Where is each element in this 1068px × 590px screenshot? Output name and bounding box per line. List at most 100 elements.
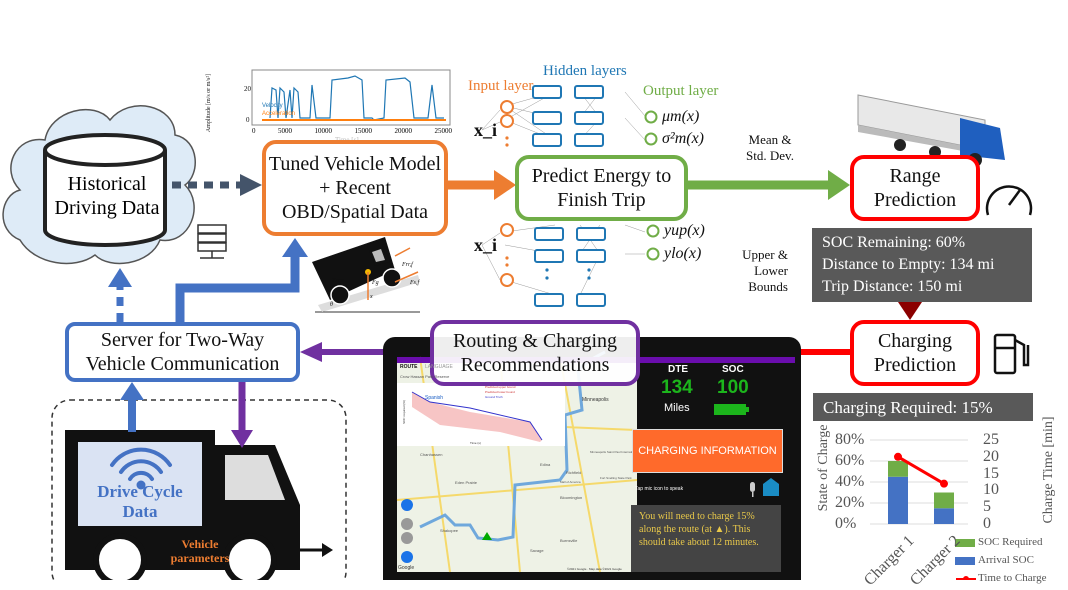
force-label: x <box>370 294 373 300</box>
range-info-panel: SOC Remaining: 60% Distance to Empty: 13… <box>812 228 1032 302</box>
y-tick-label: 20% <box>835 494 865 511</box>
soc-label: SOC <box>722 364 744 375</box>
historical-driving-data-label: Historical Driving Data <box>54 173 160 219</box>
orange-arrow <box>448 170 516 200</box>
legend-swatch <box>963 576 969 580</box>
bar-arrival-soc <box>888 476 908 524</box>
map-place: Bloomington <box>560 495 583 500</box>
xtick: 5000 <box>278 127 292 135</box>
charging-required-panel: Charging Required: 15% <box>813 393 1033 421</box>
y2-tick-label: 5 <box>983 498 991 516</box>
dte-label: DTE <box>668 364 688 375</box>
charging-message: You will need to charge 15% along the ro… <box>631 505 781 572</box>
green-arrow <box>688 170 850 200</box>
distance-to-empty: Distance to Empty: 134 mi <box>822 256 995 273</box>
map-place: Richfield <box>566 470 582 475</box>
dashed-arrow-server-to-history <box>108 268 132 322</box>
y-tick-label: 0% <box>835 515 857 532</box>
map-place: Shakopee <box>440 528 459 533</box>
chart-y2label: Charge Time [min] <box>1041 416 1056 524</box>
time-to-charge-point <box>894 452 902 461</box>
server-box: Server for Two-Way Vehicle Communication <box>65 322 300 382</box>
ytick: 0 <box>246 116 250 124</box>
xtick: 20000 <box>394 127 413 135</box>
map-place: Savage <box>530 548 544 553</box>
bounds-note: Upper & Lower Bounds <box>742 247 788 294</box>
mean-std-note: Mean & Std. Dev. <box>746 132 794 163</box>
force-label: Frr,r <box>332 278 344 284</box>
y-tick-label: 40% <box>835 473 865 490</box>
charging-information-button[interactable]: CHARGING INFORMATION <box>632 429 783 473</box>
y-tick-label: 80% <box>835 431 865 448</box>
output-mean: μm(x) <box>662 108 700 125</box>
vehicle-parameters-label: Vehicle parameters <box>170 537 230 565</box>
legend-acceleration: Acceleration <box>262 111 296 117</box>
arrowhead <box>240 174 262 196</box>
mic-hint: Tap mic icon to speak <box>635 486 684 492</box>
battery-tip <box>746 407 749 412</box>
y-tick-label: 60% <box>835 452 865 469</box>
neural-network <box>481 85 660 307</box>
xtick: 0 <box>252 127 256 135</box>
server-icon <box>197 224 227 259</box>
predict-energy-box: Predict Energy to Finish Trip <box>515 155 688 221</box>
dte-value: 134 <box>661 377 693 398</box>
map-place: Eden Prairie <box>455 480 478 485</box>
force-label: Fg <box>372 280 379 286</box>
blue-arrow-server-to-model <box>175 255 300 322</box>
speedometer-icon <box>985 185 1033 216</box>
range-prediction-box: Range Prediction <box>850 155 980 221</box>
google-logo: Google <box>398 565 415 571</box>
force-label: Fs,f <box>410 280 420 286</box>
ytick: 20 <box>244 85 251 93</box>
output-variance: σ²m(x) <box>662 130 704 147</box>
map-place: Chanhassen <box>420 452 443 457</box>
blue-arrow-vehicle-to-server <box>120 382 144 432</box>
bar-soc-required <box>888 461 908 477</box>
time-to-charge-line <box>897 455 945 485</box>
drive-cycle-data-label: Drive Cycle Data <box>97 482 183 521</box>
chart-ylabel: State of Charge <box>816 424 831 512</box>
language-option[interactable]: Spanish <box>425 395 444 401</box>
legend-swatch <box>955 539 975 547</box>
mic-icon[interactable] <box>750 482 755 497</box>
force-label: Frr,f <box>402 262 413 268</box>
legend-entry: Arrival SOC <box>978 554 1034 566</box>
y2-tick-label: 25 <box>983 431 999 448</box>
tuned-vehicle-model-box: Tuned Vehicle Model + Recent OBD/Spatial… <box>262 140 448 236</box>
vehicle-truck <box>65 430 333 580</box>
map-place: Crow Hassan Park Reserve <box>400 374 450 379</box>
y2-tick-label: 15 <box>983 464 999 482</box>
legend-entry: SOC Required <box>978 536 1043 548</box>
arrowhead <box>282 238 308 257</box>
map-place: Fort Snelling State Park <box>600 476 632 480</box>
bar-arrival-soc <box>934 508 954 524</box>
hidden-layers-label: Hidden layers <box>543 63 627 79</box>
y2-tick-label: 20 <box>983 447 999 465</box>
time-to-charge-point <box>940 479 948 488</box>
xtick: 15000 <box>354 127 373 135</box>
map-credit: ©2021 Google · Map data ©2021 Google <box>567 567 622 571</box>
inset-legend: Predicted lower bound <box>485 390 515 394</box>
output-upper: yup(x) <box>664 222 705 239</box>
wifi-icon <box>110 447 172 490</box>
input-layer-label: Input layer <box>468 78 534 94</box>
legend-swatch <box>955 557 975 565</box>
force-label: θ <box>330 302 333 308</box>
inset-xlabel: Time (s) <box>470 441 481 445</box>
bar-soc-required <box>934 492 954 509</box>
battery-icon <box>714 404 746 415</box>
y2-tick-label: 0 <box>983 515 991 532</box>
map-details <box>396 350 638 573</box>
xtick: 25000 <box>434 127 453 135</box>
inset-legend: Predicted upper bound <box>485 385 516 389</box>
tab-language[interactable]: LANGUAGE <box>425 364 453 370</box>
tab-route[interactable]: ROUTE <box>400 364 418 370</box>
output-layer-label: Output layer <box>643 83 719 99</box>
force-diagram <box>312 237 420 313</box>
mail-icon[interactable] <box>763 478 779 496</box>
routing-recommendations-box: Routing & Charging Recommendations <box>430 320 640 386</box>
legend-velocity: Velocity <box>262 103 283 109</box>
map-place: Minneapolis Saint Paul International Air… <box>590 450 648 454</box>
